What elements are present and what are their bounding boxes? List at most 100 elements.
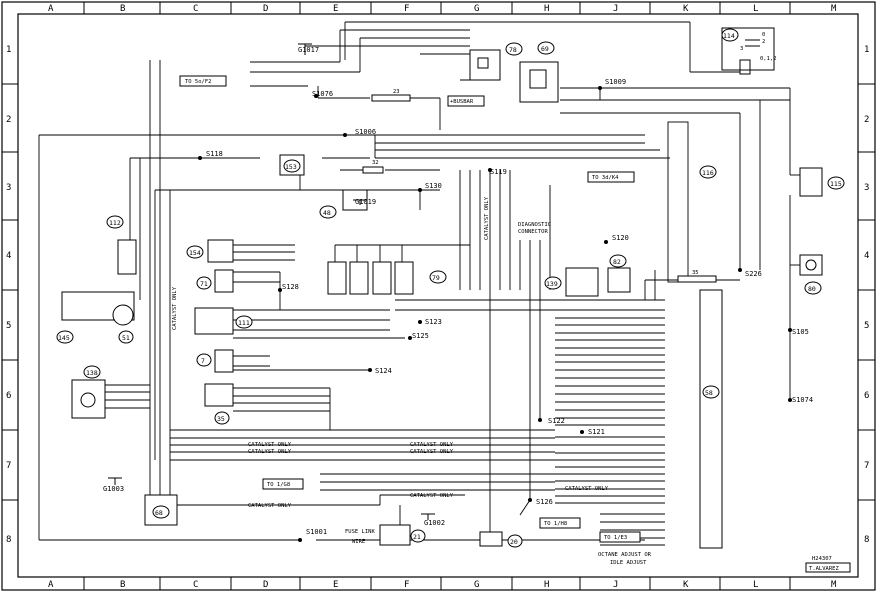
component-35-body — [204, 383, 234, 407]
component-114-ignition-switch: 0 2 3 0,1,2 — [721, 27, 777, 75]
component-58-number: 58 — [705, 389, 713, 397]
col-label-top-f: F — [404, 4, 409, 14]
component-145-label-circle — [56, 330, 74, 344]
connector-label: CONNECTOR — [518, 229, 548, 235]
col-label-top-e: E — [333, 4, 338, 14]
component-80-body — [799, 254, 823, 276]
component-7-label-circle — [196, 353, 212, 367]
splice-points — [198, 86, 792, 542]
ref-to-1-g8: TO 1/G8 — [267, 482, 290, 488]
wiring-lines — [38, 21, 800, 546]
component-138-label-circle — [83, 365, 101, 379]
ground-g1003: G1003 — [103, 485, 124, 493]
col-label-bottom-m: M — [831, 580, 837, 590]
col-label-bottom-f: F — [404, 580, 409, 590]
switch-pos-2: 2 — [762, 39, 765, 45]
component-51-number: 51 — [122, 334, 130, 342]
component-154-number: 154 — [189, 249, 201, 257]
component-145-number: 145 — [58, 334, 70, 342]
splice-s1009: S1009 — [605, 78, 626, 86]
component-154-body — [207, 239, 234, 263]
ground-g1019: G1019 — [355, 198, 376, 206]
col-label-top-h: H — [544, 4, 549, 14]
row-label-right-4: 4 — [864, 251, 869, 261]
catalyst-only-vertical-1: CATALYST ONLY — [172, 286, 178, 330]
component-153-number: 153 — [285, 163, 297, 171]
component-79-label-circle — [429, 270, 447, 284]
catalyst-only-note-7: CATALYST ONLY — [565, 486, 609, 492]
component-111-number: 111 — [238, 319, 250, 327]
catalyst-only-note-2: CATALYST ONLY — [248, 449, 292, 455]
splice-s1076: S1076 — [312, 90, 333, 98]
component-68-label-circle — [152, 505, 170, 519]
row-label-left-8: 8 — [6, 535, 11, 545]
col-label-top-m: M — [831, 4, 837, 14]
fuse-32 — [362, 166, 384, 174]
component-71-body — [214, 269, 234, 293]
splice-s122: S122 — [548, 417, 565, 425]
component-115-body — [799, 167, 823, 197]
component-20-body — [479, 531, 503, 547]
catalyst-only-note-1: CATALYST ONLY — [248, 442, 292, 448]
ref-box-1-e3 — [599, 531, 641, 543]
ref-to-1-h8: TO 1/H8 — [544, 521, 567, 527]
col-label-bottom-e: E — [333, 580, 338, 590]
component-80-number: 80 — [808, 285, 816, 293]
component-58-ecu-connector — [699, 289, 723, 549]
octane-adjust-label: OCTANE ADJUST OR — [598, 552, 652, 558]
ref-box-1-h8 — [539, 517, 581, 529]
component-111-body — [194, 307, 234, 335]
col-label-bottom-c: C — [193, 580, 198, 590]
ref-to-1-e3: TO 1/E3 — [604, 535, 627, 541]
component-116-label-circle — [699, 165, 717, 179]
row-label-right-8: 8 — [864, 535, 869, 545]
component-21-label-circle — [410, 529, 426, 543]
fuse-32-label: 32 — [372, 160, 379, 166]
component-51-label-circle — [118, 330, 134, 344]
catalyst-only-vertical-2: CATALYST ONLY — [484, 196, 490, 240]
row-label-right-3: 3 — [864, 183, 869, 193]
row-label-left-1: 1 — [6, 45, 11, 55]
busbar-box — [447, 95, 485, 107]
idle-adjust-label: IDLE ADJUST — [610, 560, 647, 566]
figure-code: H24307 — [812, 556, 832, 562]
component-69-label-circle — [537, 41, 555, 55]
component-139-body — [565, 267, 599, 297]
switch-pos-0: 0 — [762, 32, 765, 38]
component-58-label-circle — [702, 385, 720, 399]
row-label-right-2: 2 — [864, 115, 869, 125]
fuse-23-label: 23 — [393, 89, 400, 95]
col-label-top-d: D — [263, 4, 268, 14]
component-112-number: 112 — [109, 219, 121, 227]
splice-s120: S120 — [612, 234, 629, 242]
diagnostic-label: DIAGNOSTIC — [518, 222, 551, 228]
col-label-bottom-j: J — [613, 580, 618, 590]
wire-label: WIRE — [352, 539, 365, 545]
splice-s226: S226 — [745, 270, 762, 278]
splice-s128: S128 — [282, 283, 299, 291]
col-label-top-c: C — [193, 4, 198, 14]
splice-s123: S123 — [425, 318, 442, 326]
component-114-number: 114 — [723, 32, 735, 40]
component-79-number: 79 — [432, 274, 440, 282]
catalyst-only-note-3: CATALYST ONLY — [410, 442, 454, 448]
component-80-label-circle — [804, 281, 822, 295]
component-48-number: 48 — [323, 209, 331, 217]
component-82-label-circle — [609, 254, 627, 268]
row-label-left-7: 7 — [6, 461, 11, 471]
component-115-number: 115 — [830, 180, 842, 188]
component-112-body — [117, 239, 137, 275]
fuse-35 — [677, 275, 717, 283]
splice-s118: S118 — [206, 150, 223, 158]
splice-s126: S126 — [536, 498, 553, 506]
splice-s1001: S1001 — [306, 528, 327, 536]
splice-s1006: S1006 — [355, 128, 376, 136]
component-82-number: 82 — [613, 258, 621, 266]
component-68-number: 68 — [155, 509, 163, 517]
component-21-body — [379, 524, 411, 546]
component-115-label-circle — [827, 176, 845, 190]
grid-column-labels: A B C D E F G H J K L M A B C D E F G H … — [48, 4, 837, 590]
catalyst-only-note-4: CATALYST ONLY — [410, 449, 454, 455]
